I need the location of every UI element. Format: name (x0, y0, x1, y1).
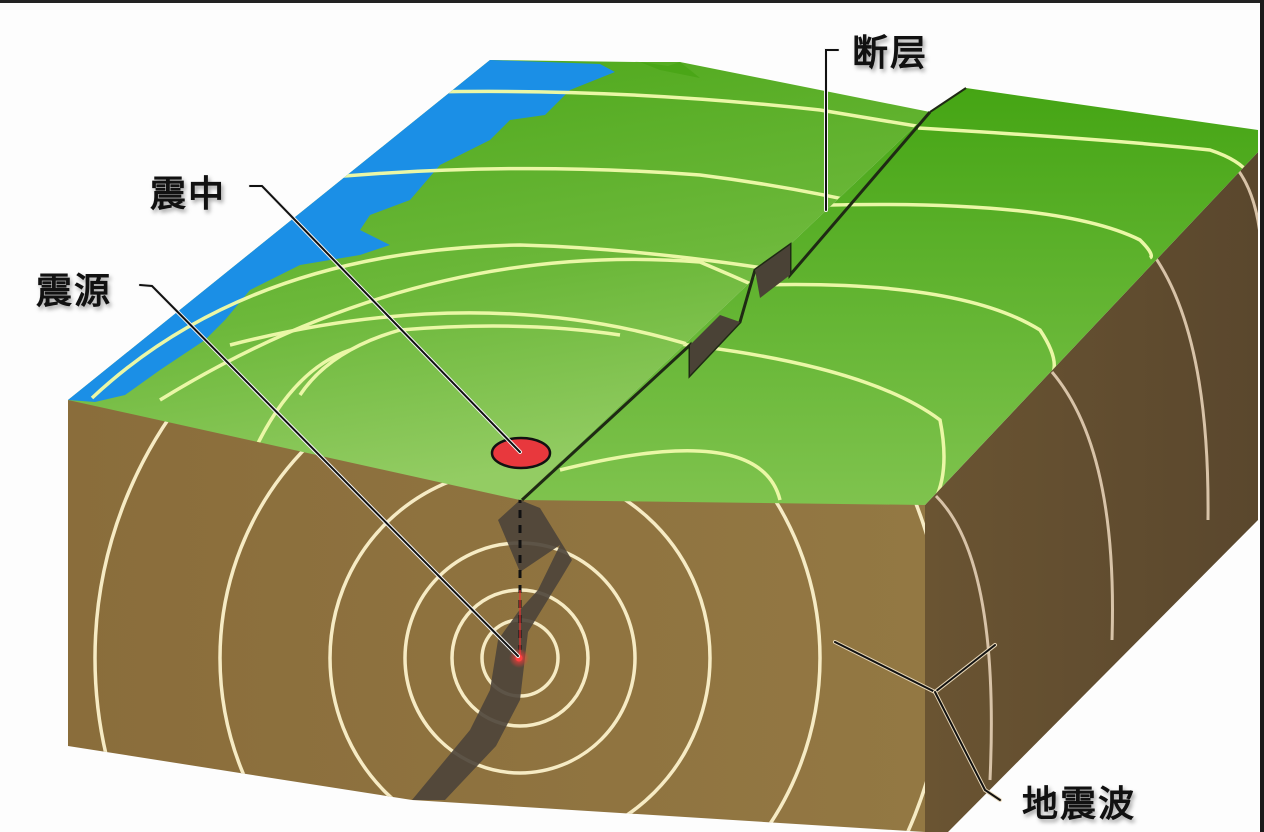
top-border (0, 0, 1264, 3)
seismic-wave-arcs-side (934, 169, 1258, 781)
leader-lines (138, 48, 1002, 802)
hypocenter-label: 震源 (36, 271, 113, 312)
ground-surface-right (520, 88, 1258, 505)
seismic-wave-arcs-surface-right (559, 126, 1252, 501)
right-cross-section (925, 152, 1258, 832)
seismic-waves-label: 地震波 (1022, 784, 1137, 825)
fault-label: 断层 (852, 33, 929, 74)
fault-line (520, 87, 967, 502)
fault-crack-section (412, 500, 572, 800)
epicenter-label: 震中 (150, 174, 227, 215)
right-border (1260, 0, 1264, 832)
